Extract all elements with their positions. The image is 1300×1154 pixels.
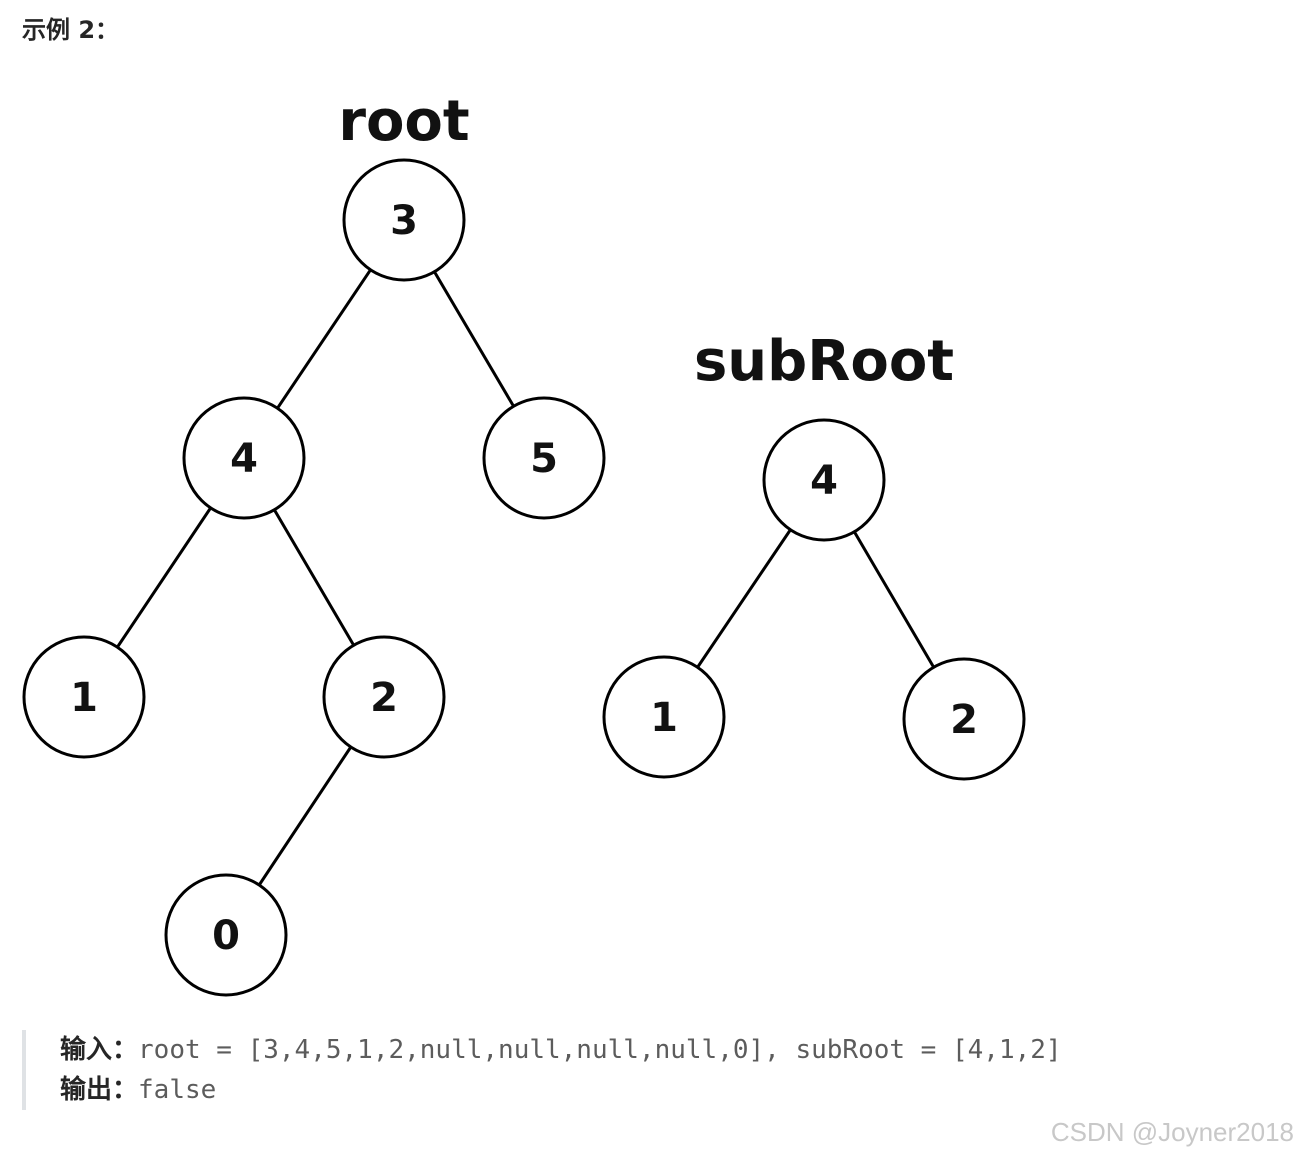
input-line: 输入：root = [3,4,5,1,2,null,null,null,null…: [60, 1030, 1222, 1070]
tree-title-subroot: subRoot: [694, 329, 954, 394]
example-block: 输入：root = [3,4,5,1,2,null,null,null,null…: [22, 1030, 1222, 1110]
node-label: 0: [212, 913, 240, 959]
node-label: 4: [230, 436, 258, 482]
tree-node-r0: 0: [164, 873, 288, 997]
tree-node-r1: 1: [22, 635, 146, 759]
node-circle: [602, 655, 726, 779]
tree-node-s4: 4: [762, 418, 886, 542]
node-circle: [164, 873, 288, 997]
edge-r4-r2: [273, 509, 355, 646]
tree-node-s1: 1: [602, 655, 726, 779]
node-label: 4: [810, 458, 838, 504]
tree-diagram: 3 4 5 1 2 0 4 1 2 root subRoot: [22, 89, 1026, 997]
node-label: 2: [950, 697, 978, 743]
edge-r4-r1: [116, 507, 212, 648]
tree-node-r2: 2: [322, 635, 446, 759]
node-label: 2: [370, 675, 398, 721]
edge-r3-r4: [276, 268, 372, 410]
tree-node-r4: 4: [182, 396, 306, 520]
node-label: 5: [530, 436, 558, 482]
node-circle: [342, 158, 466, 282]
watermark: CSDN @Joyner2018: [1050, 1117, 1294, 1147]
edge-s4-s1: [696, 528, 792, 669]
edges-layer: [116, 268, 935, 886]
output-key: 输出：: [60, 1075, 139, 1105]
input-key: 输入：: [60, 1035, 139, 1065]
node-circle: [322, 635, 446, 759]
nodes-layer: 3 4 5 1 2 0 4 1 2: [22, 158, 1026, 997]
node-label: 1: [650, 695, 678, 741]
tree-node-r5: 5: [482, 396, 606, 520]
node-circle: [182, 396, 306, 520]
node-circle: [762, 418, 886, 542]
input-value: root = [3,4,5,1,2,null,null,null,null,0]…: [138, 1035, 1062, 1065]
example-heading: 示例 2：: [22, 16, 120, 44]
titles-layer: root subRoot: [338, 89, 954, 394]
output-value: false: [138, 1075, 217, 1105]
edge-s4-s2: [853, 531, 935, 668]
tree-node-r3: 3: [342, 158, 466, 282]
node-label: 3: [390, 198, 418, 244]
node-circle: [482, 396, 606, 520]
tree-title-root: root: [338, 89, 469, 154]
node-label: 1: [70, 675, 98, 721]
node-circle: [902, 657, 1026, 781]
edge-r2-r0: [257, 746, 353, 886]
output-line: 输出：false: [60, 1070, 1222, 1110]
tree-node-s2: 2: [902, 657, 1026, 781]
edge-r3-r5: [433, 270, 515, 408]
node-circle: [22, 635, 146, 759]
